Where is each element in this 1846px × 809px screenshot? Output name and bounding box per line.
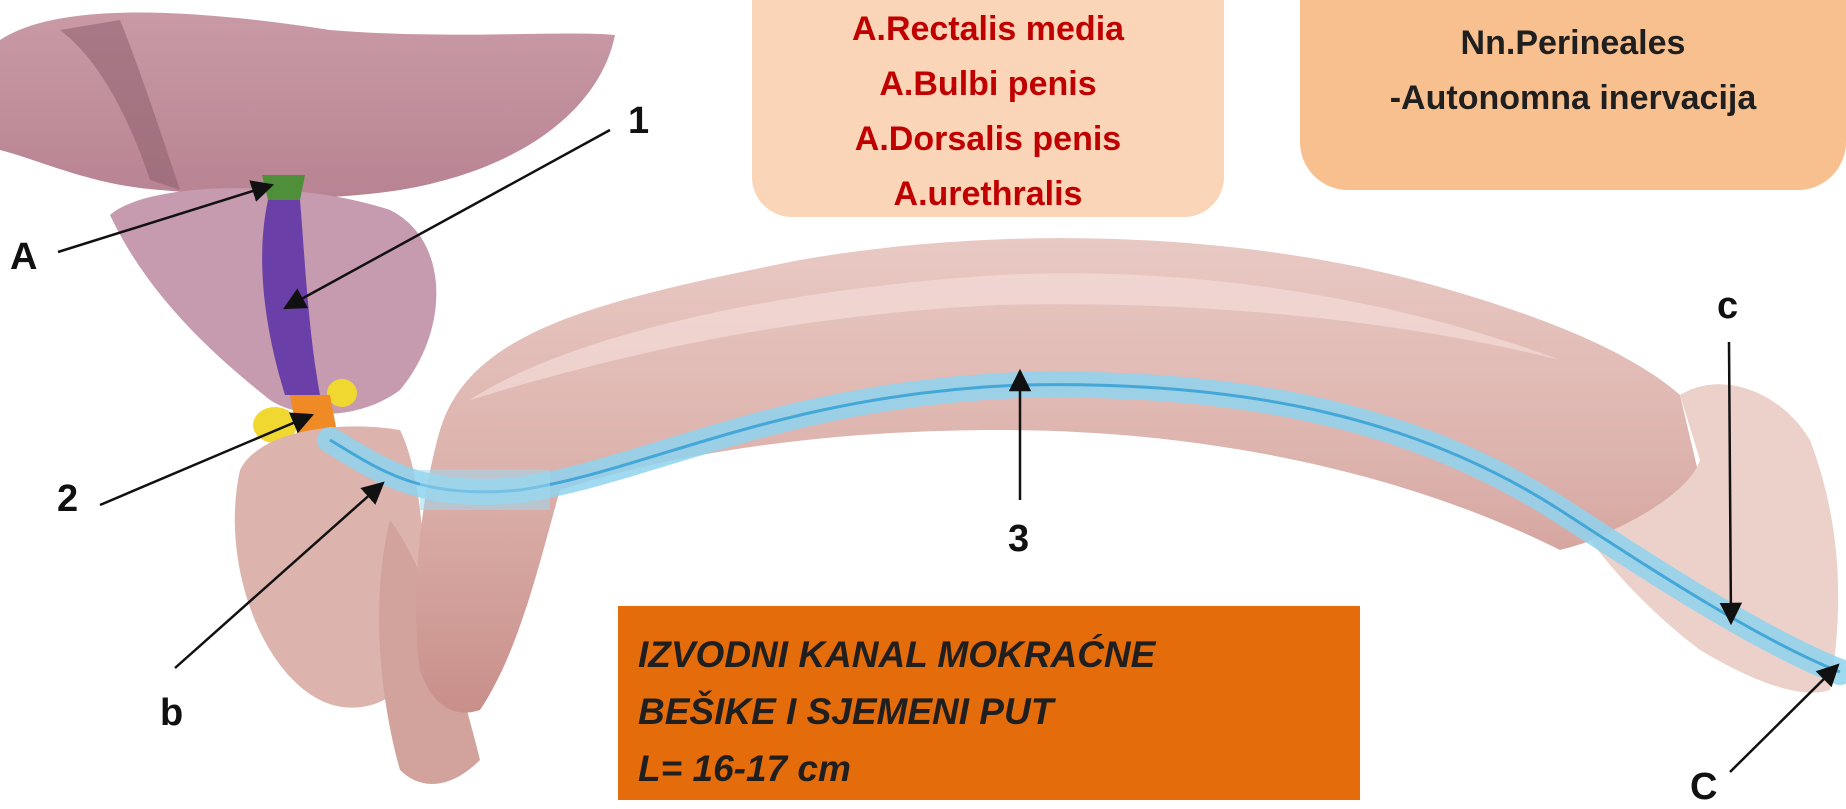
label-2: 2 bbox=[57, 478, 78, 521]
label-3: 3 bbox=[1008, 518, 1029, 561]
title-line: BEŠIKE I SJEMENI PUT bbox=[638, 683, 1360, 740]
title-line: IZVODNI KANAL MOKRAĆNE bbox=[638, 626, 1360, 683]
title-box: IZVODNI KANAL MOKRAĆNE BEŠIKE I SJEMENI … bbox=[618, 606, 1360, 800]
arteries-box: A.Rectalis media A.Bulbi penis A.Dorsali… bbox=[752, 0, 1224, 217]
label-A: A bbox=[10, 236, 37, 279]
label-b: b bbox=[160, 692, 183, 735]
label-1: 1 bbox=[628, 100, 649, 143]
label-c: c bbox=[1717, 285, 1738, 328]
bladder-neck bbox=[262, 175, 305, 200]
length-line: L= 16-17 cm bbox=[638, 740, 1360, 797]
nerves-box: Nn.Perineales -Autonomna inervacija bbox=[1300, 0, 1846, 190]
arteries-line: A.urethralis bbox=[752, 167, 1224, 222]
urethral-band bbox=[420, 470, 550, 510]
arteries-line: A.Rectalis media bbox=[752, 2, 1224, 57]
arteries-line: A.Dorsalis penis bbox=[752, 112, 1224, 167]
arteries-line: A.Bulbi penis bbox=[752, 57, 1224, 112]
bulbourethral-gland-right bbox=[327, 379, 357, 407]
nerves-line: -Autonomna inervacija bbox=[1300, 71, 1846, 126]
label-C: C bbox=[1690, 766, 1717, 809]
nerves-line: Nn.Perineales bbox=[1300, 16, 1846, 71]
